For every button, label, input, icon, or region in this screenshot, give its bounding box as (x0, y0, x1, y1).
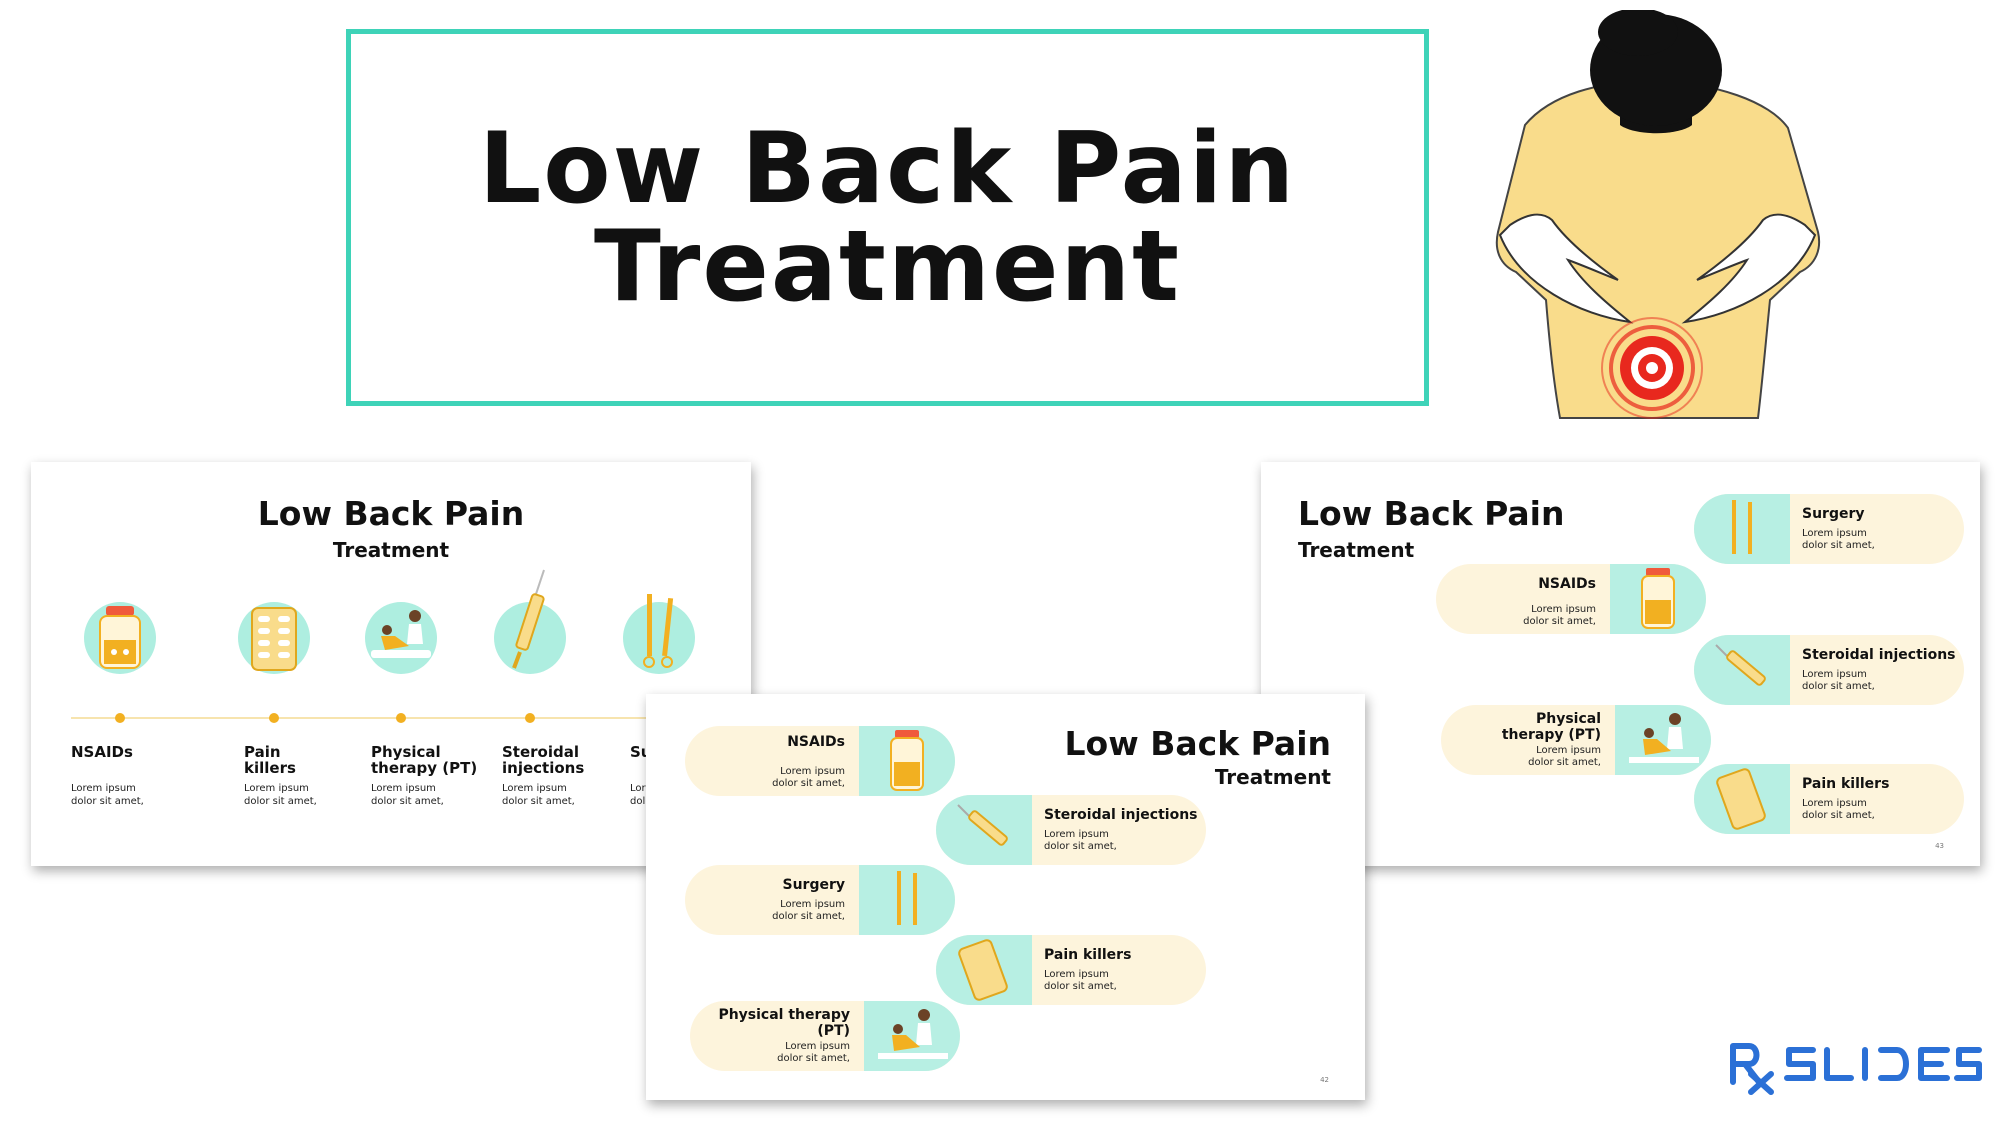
blister-pack-icon (936, 935, 1032, 1005)
timeline-line (71, 717, 751, 719)
hero-title-frame (346, 29, 1429, 406)
card-title: Pain killers (1044, 947, 1132, 963)
card-title: Steroidal injections (1044, 807, 1198, 823)
timeline-node (494, 569, 566, 674)
page-number: 43 (1935, 842, 1944, 850)
page-number: 42 (1320, 1076, 1329, 1084)
slide-timeline: Low Back Pain Treatment (31, 462, 751, 866)
timeline-dot (525, 713, 535, 723)
pill-bottle-icon (1610, 564, 1706, 634)
card-title: Physical therapy(PT) (718, 1007, 850, 1039)
pill-bottle-icon (99, 606, 141, 669)
card-title: NSAIDs (1538, 576, 1596, 592)
blister-pack-icon (1694, 764, 1790, 834)
syringe-icon (512, 569, 545, 669)
syringe-icon (936, 795, 1032, 865)
slide-title: Low Back Pain (257, 494, 525, 533)
slide-subtitle: Treatment (332, 538, 450, 562)
therapy-icon (371, 610, 431, 658)
card-title: Surgery (782, 877, 845, 893)
timeline-node (623, 594, 695, 674)
therapy-icon (864, 1001, 960, 1071)
pill-bottle-icon (859, 726, 955, 796)
card-title: Pain killers (1802, 776, 1890, 792)
slide-title: Low Back Pain (1064, 724, 1331, 763)
surgical-tools-icon (859, 865, 955, 935)
timeline-node (84, 602, 156, 674)
timeline-dot (115, 713, 125, 723)
slide-alternating-center: Low Back Pain Treatment NSAIDs Lorem ips… (646, 694, 1365, 1100)
surgical-tools-icon (1694, 494, 1790, 564)
card-title: Surgery (1802, 506, 1865, 522)
slide-subtitle: Treatment (1298, 538, 1415, 562)
timeline-node (238, 602, 310, 674)
hero-title: Low Back Pain Treatment (346, 120, 1429, 316)
hero-title-line2: Treatment (593, 210, 1182, 324)
timeline-node (365, 602, 437, 674)
card-title: NSAIDs (787, 734, 845, 750)
card-title: Steroidal injections (1802, 647, 1956, 663)
hero-title-line1: Low Back Pain (478, 112, 1297, 226)
back-pain-figure-icon (1495, 10, 1820, 419)
syringe-icon (1694, 635, 1790, 705)
blister-pack-icon (251, 607, 297, 671)
timeline-item-title: NSAIDs (71, 743, 133, 761)
surgical-tools-icon (643, 594, 674, 668)
timeline-dot (396, 713, 406, 723)
slide-subtitle: Treatment (1214, 765, 1331, 789)
therapy-icon (1615, 705, 1711, 775)
rx-slides-logo (1730, 1043, 1982, 1095)
slide-title: Low Back Pain (1298, 494, 1565, 533)
timeline-dot (269, 713, 279, 723)
slide-alternating-right: Low Back Pain Treatment Surgery Lorem ip… (1261, 462, 1980, 866)
